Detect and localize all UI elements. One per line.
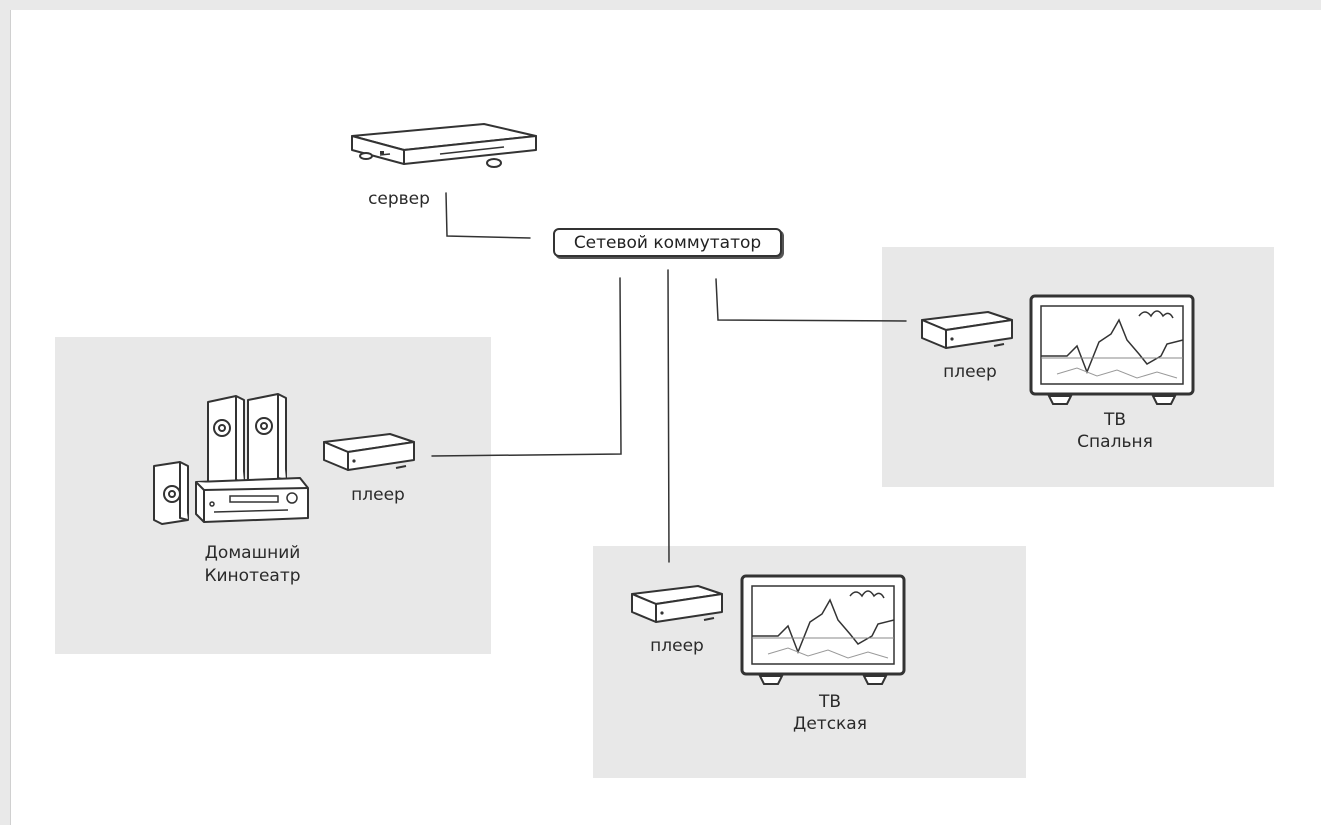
bed-tv-label-line1: ТВ bbox=[1103, 410, 1127, 430]
frame-top-border bbox=[0, 0, 1321, 10]
home-player-icon bbox=[323, 433, 415, 471]
server-icon bbox=[351, 123, 537, 168]
server-label: сервер bbox=[368, 189, 430, 209]
kids-player-label: плеер bbox=[650, 636, 704, 656]
frame-left-line bbox=[10, 10, 11, 825]
bed-tv-icon bbox=[1029, 294, 1195, 405]
kids-tv-label-line2: Детская bbox=[793, 714, 867, 734]
kids-tv-icon bbox=[740, 574, 906, 685]
wire-server-switch bbox=[445, 192, 531, 239]
home-theater-icon bbox=[153, 393, 309, 525]
home-theater-label-line1: Домашний bbox=[204, 543, 301, 563]
home-player-label: плеер bbox=[351, 485, 405, 505]
kids-player-icon bbox=[631, 585, 723, 623]
bed-player-label: плеер bbox=[943, 362, 997, 382]
bed-tv-label-line2: Спальня bbox=[1077, 432, 1153, 452]
frame-left-border bbox=[0, 0, 10, 825]
wire-switch-kids-player bbox=[667, 269, 670, 563]
wire-switch-home-player bbox=[431, 277, 622, 457]
network-switch: Сетевой коммутатор bbox=[553, 228, 782, 257]
wire-switch-bed-player bbox=[715, 278, 907, 322]
bed-player-icon bbox=[921, 311, 1013, 349]
home-theater-label-line2: Кинотеатр bbox=[204, 566, 301, 586]
kids-tv-label-line1: ТВ bbox=[818, 692, 842, 712]
